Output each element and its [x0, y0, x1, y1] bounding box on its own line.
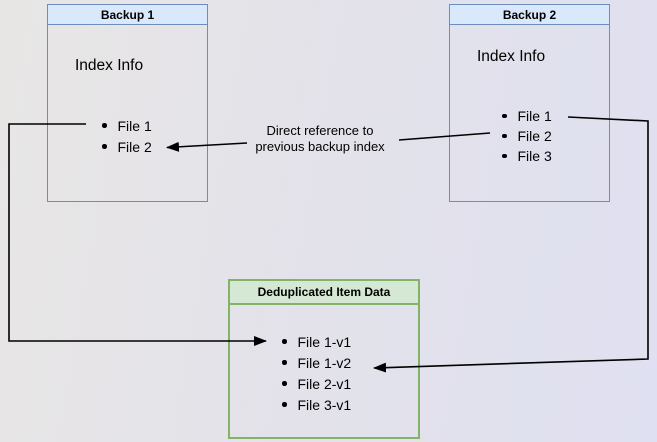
backup1-title: Backup 1: [48, 5, 207, 25]
file-label: File 2: [117, 138, 152, 155]
dedup-file-list: File 1-v1 File 1-v2 File 2-v1 File 3-v1: [282, 331, 351, 415]
list-item: File 3-v1: [282, 394, 351, 415]
file-label: File 1: [517, 108, 552, 124]
file-label: File 3-v1: [297, 396, 352, 413]
edge-label-line2: previous backup index: [255, 138, 385, 154]
file-label: File 1: [117, 117, 152, 134]
list-item: File 1: [502, 106, 552, 126]
backup1-box: Backup 1 Index Info File 1 File 2: [47, 4, 208, 202]
list-item: File 1-v1: [282, 331, 351, 352]
list-item: File 2-v1: [282, 373, 351, 394]
bullet-icon: [502, 153, 507, 159]
edge-label-line1: Direct reference to: [266, 123, 374, 138]
file-label: File 2-v1: [297, 375, 352, 392]
bullet-icon: [282, 339, 287, 344]
backup2-subtitle: Index Info: [477, 48, 546, 65]
dedup-box: Deduplicated Item Data File 1-v1 File 1-…: [228, 279, 420, 439]
file-label: File 2: [517, 128, 552, 144]
backup2-box: Backup 2 Index Info File 1 File 2 File 3: [449, 4, 610, 202]
file-label: File 3: [517, 148, 552, 164]
bullet-icon: [502, 113, 507, 119]
list-item: File 1: [102, 115, 152, 136]
list-item: File 2: [102, 136, 152, 157]
bullet-icon: [282, 360, 287, 365]
list-item: File 1-v2: [282, 352, 351, 373]
bullet-icon: [502, 133, 507, 139]
list-item: File 3: [502, 146, 552, 166]
bullet-icon: [282, 381, 287, 386]
backup2-title: Backup 2: [450, 5, 609, 25]
edge-label: Direct reference to previous backup inde…: [240, 123, 400, 154]
bullet-icon: [102, 123, 107, 128]
backup1-file-list: File 1 File 2: [102, 115, 152, 157]
dedup-title: Deduplicated Item Data: [230, 281, 418, 305]
list-item: File 2: [502, 126, 552, 146]
file-label: File 1-v1: [297, 333, 352, 350]
backup2-file-list: File 1 File 2 File 3: [502, 106, 552, 166]
backup1-subtitle: Index Info: [75, 57, 144, 74]
bullet-icon: [102, 144, 107, 149]
file-label: File 1-v2: [297, 354, 352, 371]
bullet-icon: [282, 402, 287, 407]
